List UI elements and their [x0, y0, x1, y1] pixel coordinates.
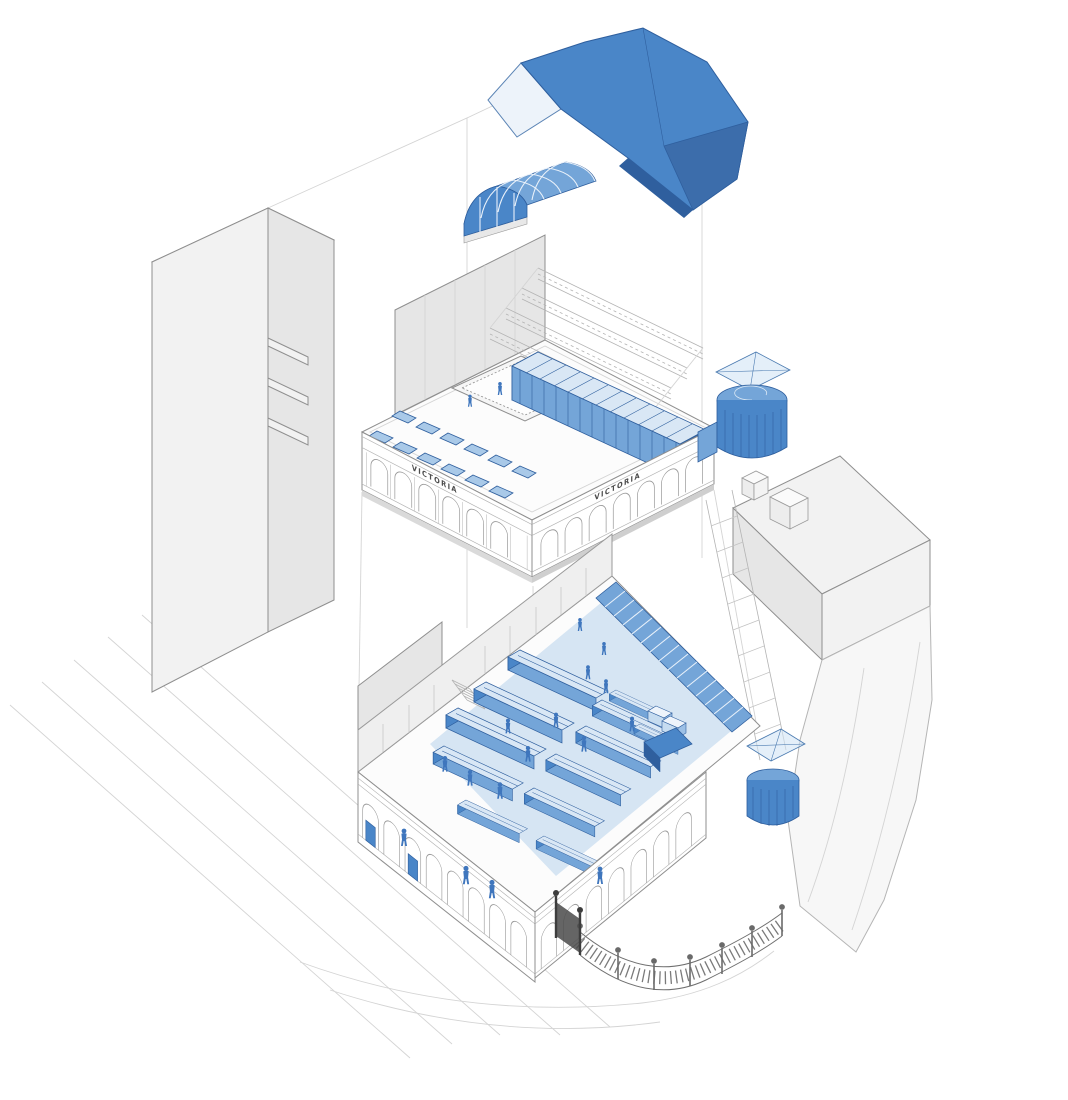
edge-canopy: [595, 581, 753, 733]
gate: [553, 890, 583, 955]
perimeter-fence: [553, 890, 786, 991]
upper-level: VICTORIA VICTORIA: [360, 234, 716, 583]
lower-level: [357, 532, 806, 991]
stair-bridge: [697, 421, 718, 463]
lower-facade-left: [357, 770, 536, 984]
context-terrain-right: [732, 455, 933, 953]
blue-door: [365, 819, 376, 849]
back-wall: [357, 532, 613, 774]
spiral-stair-lower: [746, 728, 806, 826]
floor-opening-stair: [643, 727, 693, 773]
roof-skylight-rows: [368, 410, 537, 499]
spiral-stair-upper: [697, 351, 791, 463]
slab-underside-left: [362, 490, 532, 583]
lifted-roof-plate: [487, 27, 749, 218]
fence-posts: [577, 904, 785, 990]
blue-door: [407, 853, 418, 882]
terrain-hut: [769, 487, 809, 530]
adjacent-building-left: [150, 207, 336, 693]
barrel-vault-skylight: [463, 161, 597, 244]
terrain-hut-small: [741, 470, 769, 501]
slab-underside-right: [532, 484, 714, 583]
